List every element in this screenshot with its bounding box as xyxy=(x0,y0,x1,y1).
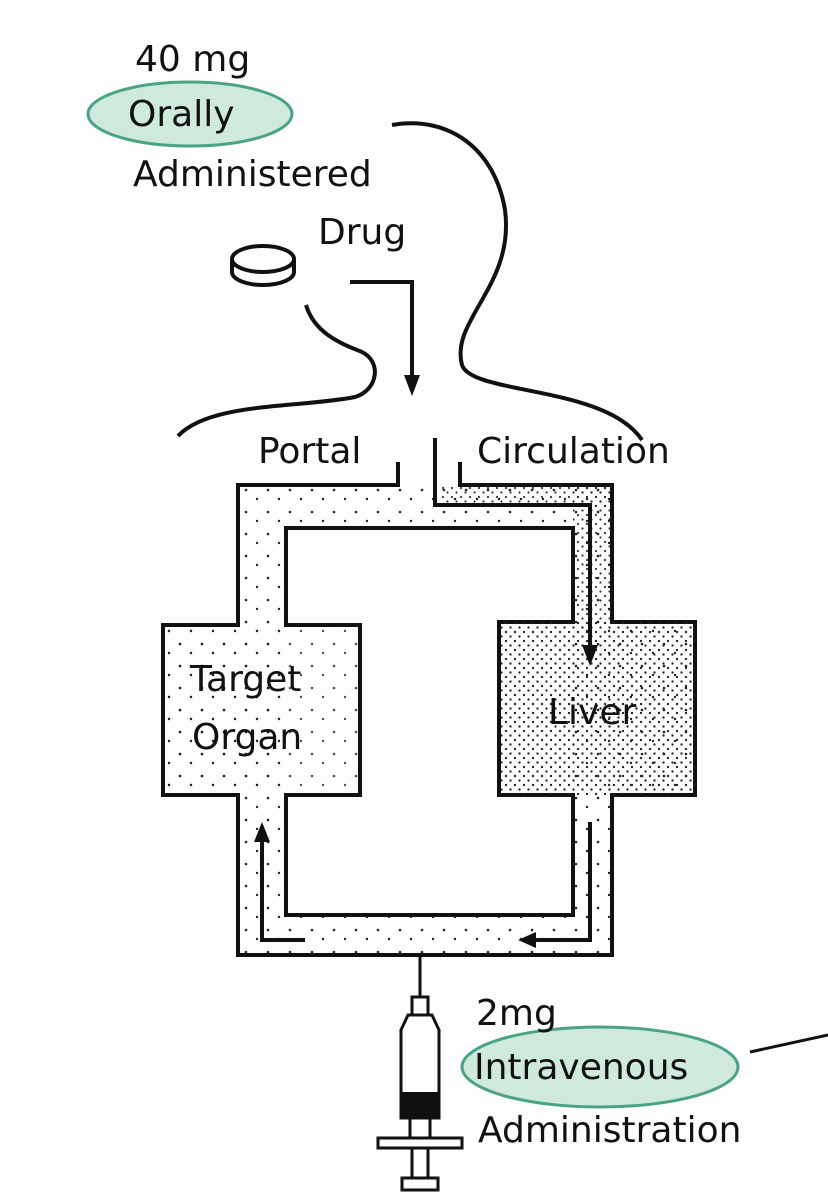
portal-entry-line xyxy=(433,438,592,655)
iv-dose-label: 2mg xyxy=(476,993,557,1034)
drug-path-arrow xyxy=(350,280,414,385)
gut-outline-left xyxy=(176,304,377,438)
target-organ-label-line1: Target xyxy=(190,659,302,700)
oral-drug-label: Drug xyxy=(318,212,407,253)
circulation-label: Circulation xyxy=(477,431,670,472)
vessel-outer xyxy=(161,462,697,957)
tablet-icon xyxy=(230,244,296,287)
return-flow-right xyxy=(530,822,592,942)
orally-highlight xyxy=(86,80,294,148)
intravenous-highlight xyxy=(460,1025,740,1109)
target-organ-label-line2: Organ xyxy=(192,717,303,758)
oral-administered-label: Administered xyxy=(133,154,372,195)
portal-label: Portal xyxy=(258,431,362,472)
return-flow-left xyxy=(260,835,305,942)
intravenous-pointer-line xyxy=(749,1033,828,1054)
oral-dose-label: 40 mg xyxy=(135,39,251,80)
liver-label: Liver xyxy=(548,692,637,733)
syringe-icon xyxy=(376,995,464,1192)
iv-route-label: Intravenous xyxy=(474,1047,689,1088)
vessel-dense-flow-down xyxy=(573,485,612,625)
iv-administration-label: Administration xyxy=(478,1110,742,1151)
target-organ-box xyxy=(163,625,360,795)
liver-box xyxy=(499,622,695,795)
oral-route-label: Orally xyxy=(128,94,235,135)
gut-outline-right xyxy=(391,121,644,442)
